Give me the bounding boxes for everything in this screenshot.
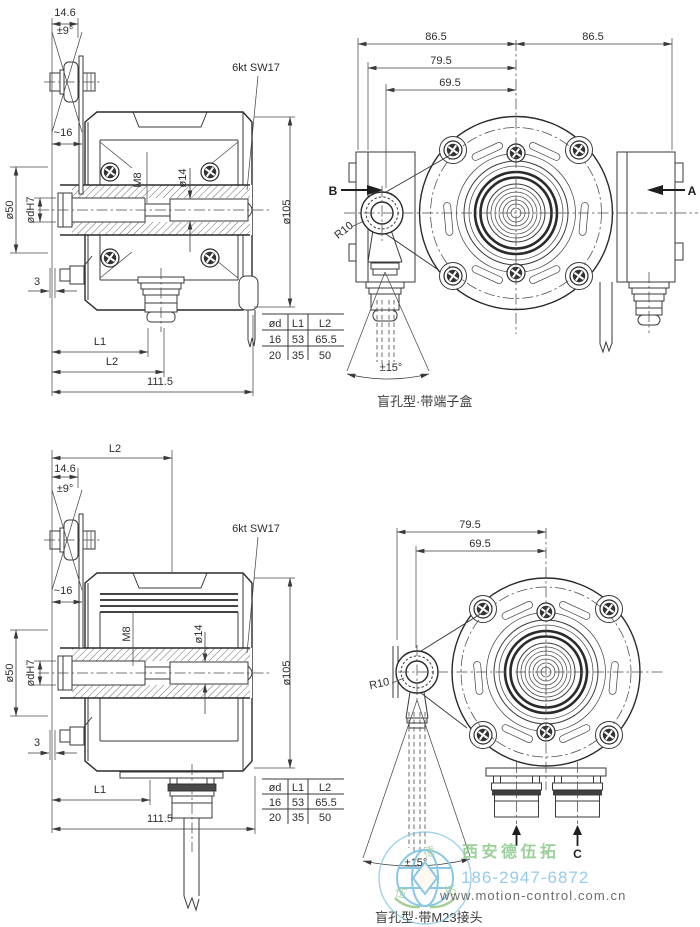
dim-16: ~16 [54,127,73,139]
table-cell: 53 [292,797,304,809]
dimension-table-top: ød L1 L2 16 53 65.5 20 35 50 [262,313,344,362]
table-header: ød [269,782,282,794]
hex-label: 6kt SW17 [232,62,280,74]
dim-r10: R10 [368,676,390,692]
cable-gland-front-left-swivel: ±15° [346,229,430,380]
watermark-website: www.motion-control.com.cn [439,888,626,903]
dim-m8: M8 [132,172,144,187]
dim-69-5: 69.5 [469,538,490,550]
flange-slots [443,142,589,284]
dim-r10: R10 [333,220,356,242]
table-cell: 20 [269,350,281,362]
torque-arm-pin [44,55,102,285]
view-arrow-c-left [512,825,521,846]
dimensions: L2 14.6 ±9° ~16 ø50 ødH7 M8 ø14 3 6kt SW… [4,443,295,834]
side-view-terminal-box: 14.6 ±9° ~16 ø50 ødH7 M8 ø14 3 6kt SW17 … [4,7,344,396]
table-cell: 16 [269,334,281,346]
table-cell: 50 [319,812,331,824]
dim-angle9: ±9° [57,25,74,37]
dim-3: 3 [34,276,40,288]
terminal-box [616,151,676,283]
m23-connector-side [119,764,224,912]
watermark-char: 德 [421,843,436,860]
dim-angle9: ±9° [57,483,74,495]
front-view-m23: ±15° 79.5 69.5 R10 C 盲孔型·带M23 [362,519,665,925]
dim-dH7: ødH7 [25,197,37,224]
table-header: ød [269,318,282,330]
dim-dH7: ødH7 [25,660,37,687]
globe-logo-icon [378,831,472,925]
dim-16: ~16 [54,585,73,597]
table-cell: 65.5 [315,334,336,346]
dim-79-5: 79.5 [459,519,480,531]
dim-14-6: 14.6 [54,7,75,19]
watermark-brand: 西安德伍拓 [462,842,560,861]
dim-angle15: ±15° [380,362,403,374]
second-gland-side [238,275,259,348]
dim-d50: ø50 [4,201,16,220]
watermark-phone: 186-2947-6872 [461,868,589,887]
dim-d50: ø50 [4,664,16,683]
table-header: L2 [319,318,331,330]
torque-arm-pin [44,513,102,746]
table-cell: 16 [269,797,281,809]
dim-d105: ø105 [281,660,293,685]
dim-d14: ø14 [177,169,189,188]
view-arrow-c: C [573,825,582,861]
cable-gland-front-right [628,272,670,333]
table-cell: 50 [319,350,331,362]
dimension-table-bottom: ød L1 L2 16 53 65.5 20 35 50 [262,778,344,824]
dimensions: 79.5 69.5 R10 [368,519,547,692]
view-arrow-a: A [647,184,697,198]
view-label-a: A [688,184,697,198]
view-label-c: C [573,847,582,861]
table-header: L1 [292,318,304,330]
flange-slots [473,601,619,743]
table-cell: 35 [292,350,304,362]
watermark: 德 伍 拓 西安德伍拓 186-2947-6872 www.motion-con… [378,831,626,925]
swivel-fan: ±15° [362,691,471,869]
caption-m23: 盲孔型·带M23接头 [375,910,483,925]
dim-l2-top: L2 [109,443,121,455]
dim-79-5: 79.5 [430,55,451,67]
table-cell: 35 [292,812,304,824]
dim-d105: ø105 [281,199,293,224]
dim-86-5-right: 86.5 [582,31,603,43]
view-arrow-b: B [329,184,383,198]
table-cell: 53 [292,334,304,346]
table-cell: 65.5 [315,797,336,809]
dim-l1: L1 [94,784,106,796]
hex-label: 6kt SW17 [232,523,280,535]
table-header: L2 [319,782,331,794]
caption-terminal-box: 盲孔型·带端子盒 [377,394,472,409]
watermark-char: 伍 [393,885,408,901]
table-cell: 20 [269,812,281,824]
view-label-b: B [329,184,338,198]
dim-total: 111.5 [147,813,173,825]
side-view-m23: L2 14.6 ±9° ~16 ø50 ødH7 M8 ø14 3 6kt SW… [4,443,344,912]
watermark-char: 拓 [443,883,457,899]
front-view-terminal-box: ±15° 86 [329,31,698,409]
table-header: L1 [292,782,304,794]
dim-total: 111.5 [147,376,173,388]
cable-gland-side [137,268,185,332]
dimensions: 14.6 ±9° ~16 ø50 ødH7 M8 ø14 3 6kt SW17 … [4,7,295,396]
dim-14-6: 14.6 [54,463,75,475]
dim-m8: M8 [121,626,133,641]
torque-arm-front [360,153,453,270]
dim-d14: ø14 [193,625,205,644]
dim-3: 3 [34,737,40,749]
dim-l1: L1 [94,336,106,348]
flat-cable [599,282,613,354]
dim-l2: L2 [106,356,118,368]
dim-69-5: 69.5 [439,77,460,89]
dim-86-5-left: 86.5 [425,31,446,43]
